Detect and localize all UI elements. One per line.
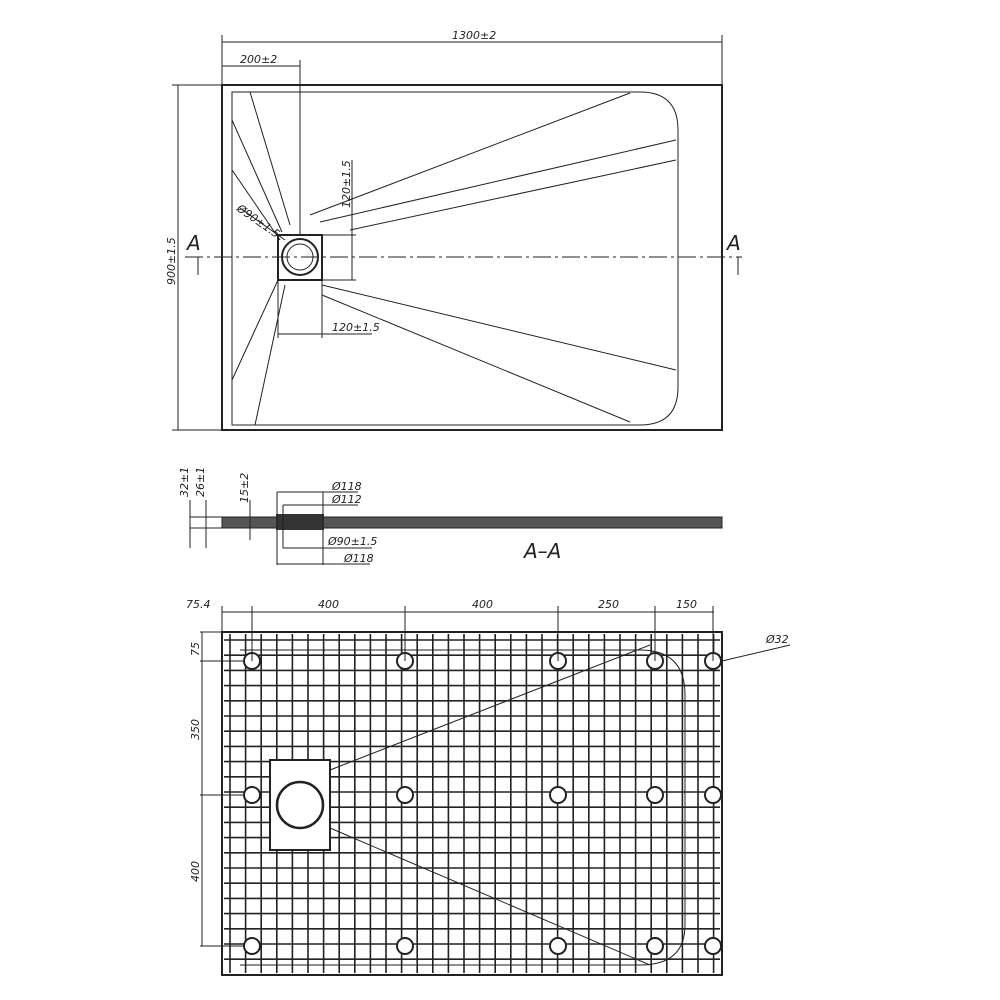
support-foot <box>549 786 567 804</box>
drain-depth-dim: 15±2 <box>238 473 251 503</box>
support-foot <box>704 937 722 955</box>
support-foot <box>396 937 414 955</box>
slope-lines <box>231 91 677 426</box>
support-foot <box>646 937 664 955</box>
dim-150: 150 <box>676 598 697 611</box>
section-mark-left: A <box>185 231 201 255</box>
dim-75-v: 75 <box>189 642 202 656</box>
inner-diameter-dim: Ø112 <box>331 493 362 506</box>
width-dim: 900±1.5 <box>165 237 178 285</box>
outer-diameter-bottom-dim: Ø118 <box>343 552 374 565</box>
support-foot <box>704 786 722 804</box>
basin-outline <box>240 649 686 966</box>
outer-diameter-top-dim: Ø118 <box>331 480 362 493</box>
drain-hole-bottom <box>275 780 325 830</box>
drain-box-width-dim: 120±1.5 <box>332 321 380 334</box>
rim-height-dim: 26±1 <box>194 467 207 497</box>
tray-basin <box>231 91 679 426</box>
dim-400-a: 400 <box>318 598 339 611</box>
dim-250: 250 <box>598 598 619 611</box>
plan-view: A A 1300±2 200±2 900±1.5 Ø90±1.5 120±1.5… <box>165 29 742 431</box>
drain-box-height-dim: 120±1.5 <box>340 160 353 208</box>
support-foot <box>396 786 414 804</box>
section-title: A–A <box>522 539 561 563</box>
foot-diameter-dim: Ø32 <box>765 633 789 646</box>
dim-75-4: 75.4 <box>186 598 211 611</box>
dim-400-b: 400 <box>472 598 493 611</box>
section-view: 32±1 26±1 15±2 Ø118 Ø112 Ø90±1.5 Ø118 A–… <box>178 467 723 565</box>
bottom-view: 75.4 400 400 250 150 Ø32 75 350 400 <box>186 598 791 976</box>
support-foot <box>243 786 261 804</box>
dim-400-v: 400 <box>189 861 202 882</box>
bottom-outline <box>221 631 723 976</box>
section-mark-right: A <box>725 231 741 255</box>
total-height-dim: 32±1 <box>178 467 191 497</box>
dim-350-v: 350 <box>189 719 202 740</box>
length-dim: 1300±2 <box>452 29 496 42</box>
support-foot <box>549 937 567 955</box>
support-foot <box>243 937 261 955</box>
drain-offset-dim: 200±2 <box>240 53 277 66</box>
support-foot <box>646 786 664 804</box>
section-drain-diameter-dim: Ø90±1.5 <box>327 535 377 548</box>
